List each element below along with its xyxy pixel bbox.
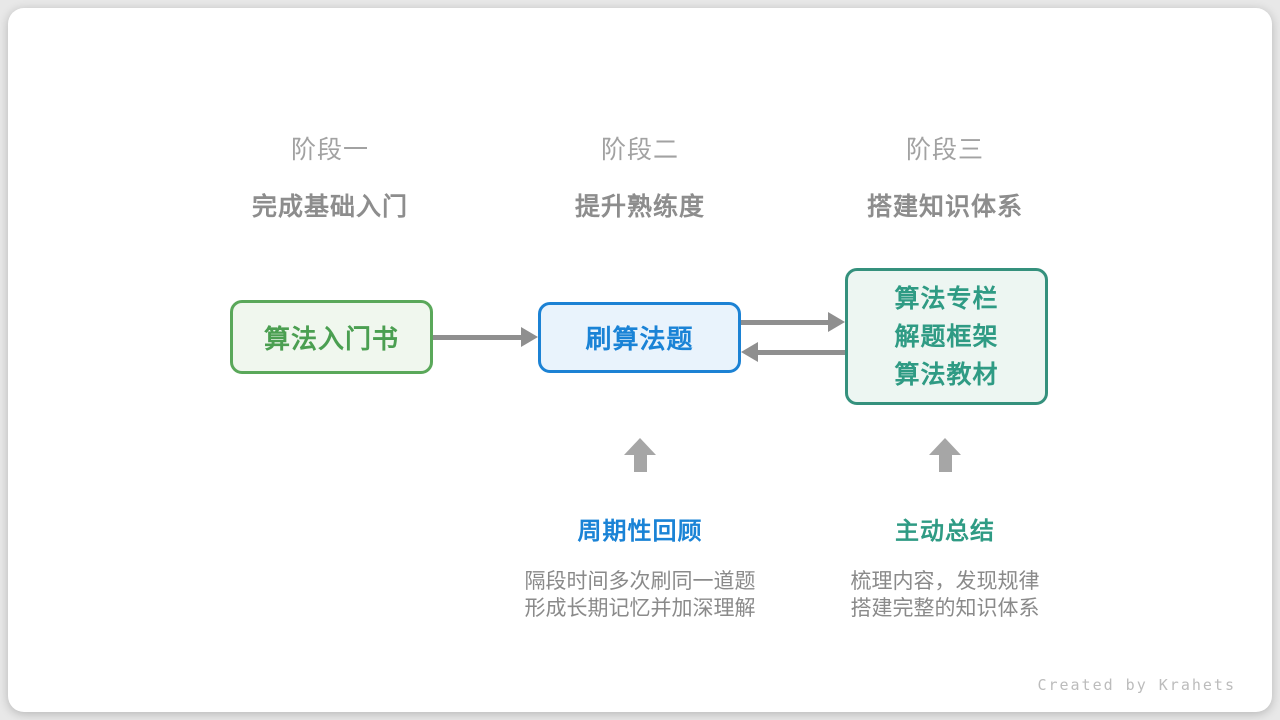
- arrow-practice-to-resources: [741, 312, 845, 332]
- up-arrow-stem: [938, 455, 952, 472]
- up-arrow-tip: [929, 438, 961, 455]
- credit-text: Created by Krahets: [1037, 676, 1236, 694]
- up-arrow-icon-summary: [929, 438, 961, 472]
- arrow-resources-to-practice: [741, 342, 845, 362]
- desc-line-2: 搭建完整的知识体系: [850, 597, 1040, 620]
- stage-2-header: 阶段二 提升熟练度: [490, 130, 790, 223]
- up-arrow-icon-review: [624, 438, 656, 472]
- annotation-periodic-review: 周期性回顾 隔段时间多次刷同一道题 形成长期记忆并加深理解: [480, 511, 800, 622]
- annotation-active-summary: 主动总结 梳理内容，发现规律 搭建完整的知识体系: [785, 511, 1105, 622]
- up-arrow-stem: [633, 455, 647, 472]
- annotation-periodic-review-desc: 隔段时间多次刷同一道题 形成长期记忆并加深理解: [480, 568, 800, 622]
- arrow-line: [433, 334, 525, 340]
- box-resources-line-2: 解题框架: [894, 322, 999, 351]
- arrow-book-to-practice: [433, 327, 538, 347]
- box-knowledge-resources: 算法专栏 解题框架 算法教材: [845, 268, 1048, 405]
- desc-line-1: 梳理内容，发现规律: [850, 570, 1040, 593]
- annotation-active-summary-desc: 梳理内容，发现规律 搭建完整的知识体系: [785, 568, 1105, 622]
- stage-3-header: 阶段三 搭建知识体系: [795, 130, 1095, 223]
- annotation-periodic-review-title: 周期性回顾: [577, 518, 703, 545]
- box-beginner-book-label: 算法入门书: [263, 323, 399, 354]
- arrow-line: [754, 349, 845, 355]
- box-resources-line-1: 算法专栏: [894, 284, 999, 313]
- stage-1-subtitle: 完成基础入门: [251, 193, 408, 221]
- stage-2-label: 阶段二: [600, 136, 679, 164]
- arrow-line: [741, 319, 832, 325]
- box-practice-problems: 刷算法题: [538, 302, 741, 373]
- desc-line-1: 隔段时间多次刷同一道题: [524, 570, 756, 593]
- box-resources-line-3: 算法教材: [894, 360, 999, 389]
- stage-1-header: 阶段一 完成基础入门: [180, 130, 480, 223]
- stage-3-subtitle: 搭建知识体系: [866, 193, 1023, 221]
- arrow-head-right-icon: [521, 327, 538, 347]
- arrow-head-left-icon: [741, 342, 758, 362]
- stage-1-label: 阶段一: [290, 136, 369, 164]
- box-beginner-book: 算法入门书: [230, 300, 433, 374]
- up-arrow-tip: [624, 438, 656, 455]
- annotation-active-summary-title: 主动总结: [895, 518, 995, 545]
- arrow-head-right-icon: [828, 312, 845, 332]
- stage-2-subtitle: 提升熟练度: [574, 193, 705, 221]
- desc-line-2: 形成长期记忆并加深理解: [524, 597, 756, 620]
- stage-3-label: 阶段三: [905, 136, 984, 164]
- box-practice-problems-label: 刷算法题: [585, 324, 694, 354]
